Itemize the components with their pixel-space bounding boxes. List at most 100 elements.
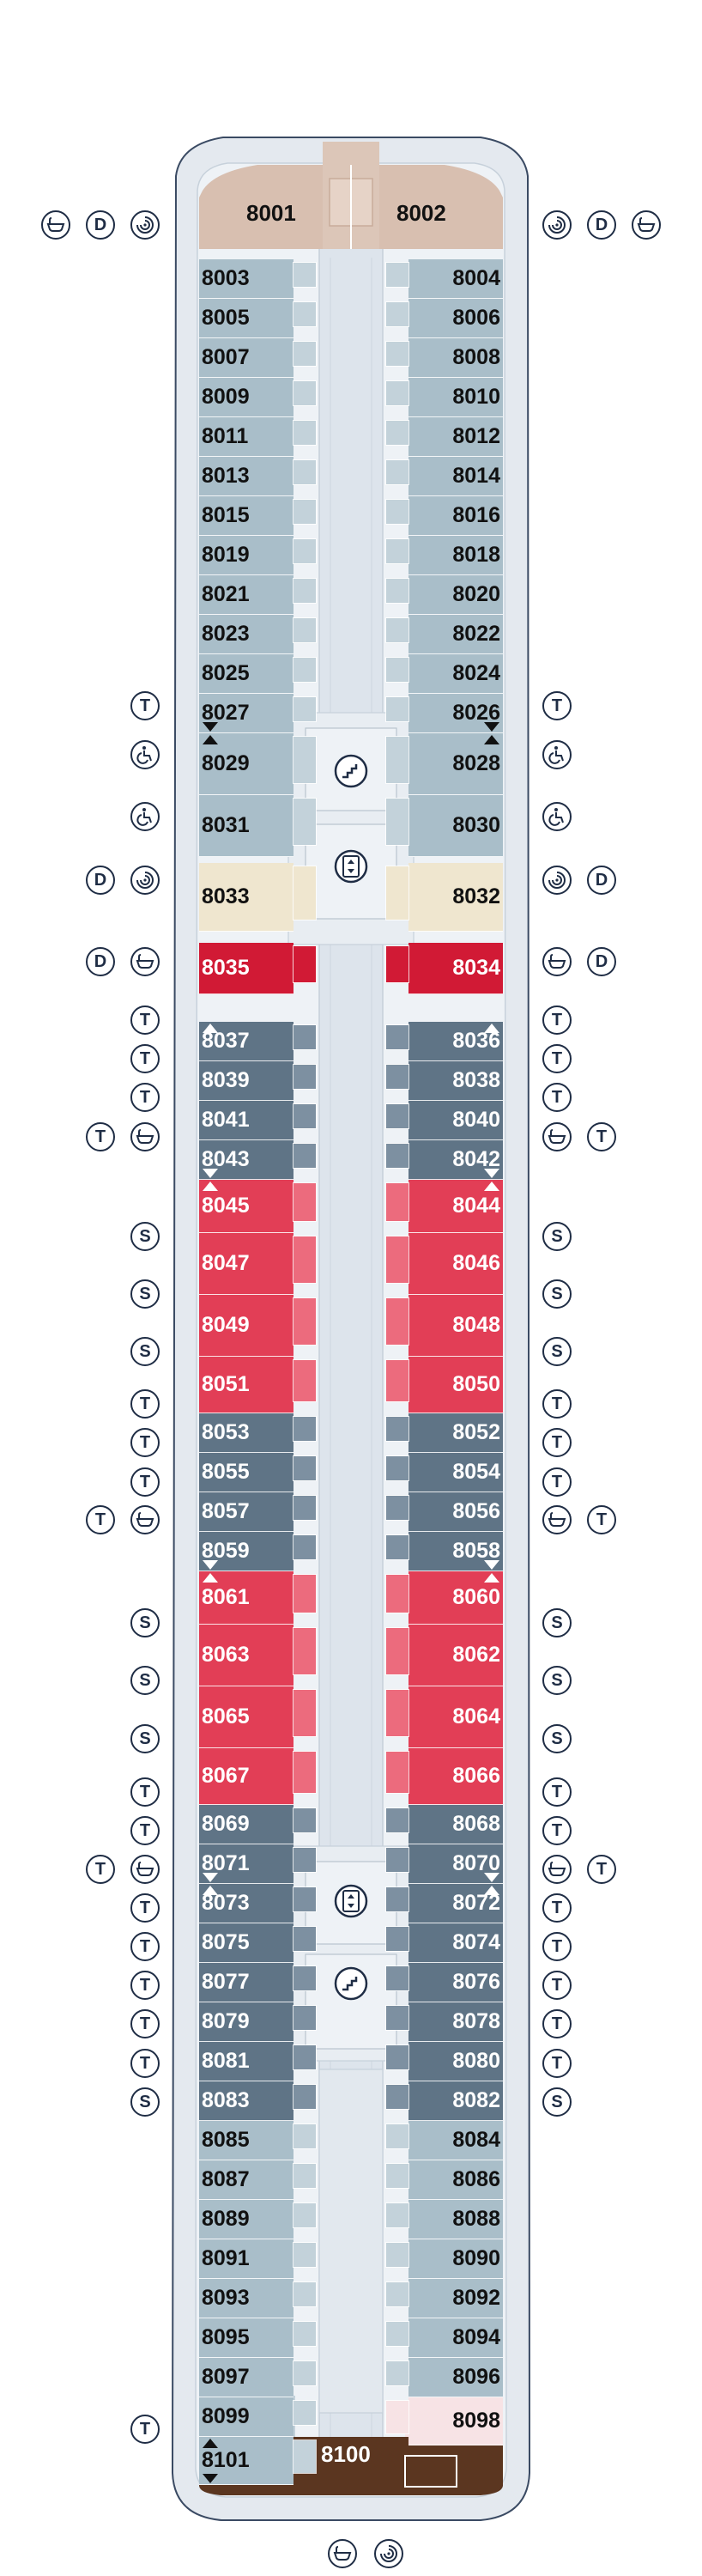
cabin-8052[interactable]: 8052 <box>408 1413 503 1453</box>
cabin-bathroom <box>293 1807 317 1833</box>
cabin-bathroom <box>385 1965 409 1991</box>
cabin-bathroom <box>385 2044 409 2070</box>
cabin-8004[interactable]: 8004 <box>408 259 503 299</box>
cabin-bathroom <box>293 617 317 643</box>
cabin-8047[interactable]: 8047 <box>199 1233 294 1295</box>
cabin-8041[interactable]: 8041 <box>199 1101 294 1140</box>
cabin-8036[interactable]: 8036 <box>408 1022 503 1061</box>
cabin-8086[interactable]: 8086 <box>408 2160 503 2200</box>
cabin-8030[interactable]: 8030 <box>408 795 503 857</box>
cabin-8098[interactable]: 8098 <box>408 2397 503 2445</box>
cabin-8093[interactable]: 8093 <box>199 2279 294 2318</box>
cabin-8034[interactable]: 8034 <box>408 943 503 994</box>
cabin-8038[interactable]: 8038 <box>408 1061 503 1101</box>
cabin-8092[interactable]: 8092 <box>408 2279 503 2318</box>
cabin-8022[interactable]: 8022 <box>408 615 503 654</box>
cabin-bathroom <box>293 1416 317 1442</box>
cabin-8019[interactable]: 8019 <box>199 536 294 575</box>
cabin-8058[interactable]: 8058 <box>408 1532 503 1571</box>
cabin-8064[interactable]: 8064 <box>408 1686 503 1748</box>
cabin-8049[interactable]: 8049 <box>199 1295 294 1357</box>
cabin-8065[interactable]: 8065 <box>199 1686 294 1748</box>
cabin-8074[interactable]: 8074 <box>408 1923 503 1963</box>
cabin-8031[interactable]: 8031 <box>199 795 294 857</box>
cabin-8023[interactable]: 8023 <box>199 615 294 654</box>
cabin-8089[interactable]: 8089 <box>199 2200 294 2239</box>
cabin-8009[interactable]: 8009 <box>199 378 294 417</box>
cabin-8045[interactable]: 8045 <box>199 1180 294 1233</box>
cabin-8091[interactable]: 8091 <box>199 2239 294 2279</box>
suite-8001-label[interactable]: 8001 <box>246 200 296 226</box>
cabin-8033[interactable]: 8033 <box>199 863 294 932</box>
cabin-8054[interactable]: 8054 <box>408 1453 503 1492</box>
cabin-8055[interactable]: 8055 <box>199 1453 294 1492</box>
cabin-8056[interactable]: 8056 <box>408 1492 503 1532</box>
cabin-8046[interactable]: 8046 <box>408 1233 503 1295</box>
cabin-8014[interactable]: 8014 <box>408 457 503 496</box>
cabin-8099[interactable]: 8099 <box>199 2397 294 2437</box>
cabin-8094[interactable]: 8094 <box>408 2318 503 2358</box>
cabin-8018[interactable]: 8018 <box>408 536 503 575</box>
cabin-8005[interactable]: 8005 <box>199 299 294 338</box>
cabin-8021[interactable]: 8021 <box>199 575 294 615</box>
cabin-8085[interactable]: 8085 <box>199 2121 294 2160</box>
cabin-8095[interactable]: 8095 <box>199 2318 294 2358</box>
cabin-8010[interactable]: 8010 <box>408 378 503 417</box>
cabin-8016[interactable]: 8016 <box>408 496 503 536</box>
cabin-8079[interactable]: 8079 <box>199 2002 294 2042</box>
cabin-8096[interactable]: 8096 <box>408 2358 503 2397</box>
cabin-8012[interactable]: 8012 <box>408 417 503 457</box>
cabin-bathroom <box>293 1965 317 1991</box>
cabin-8051[interactable]: 8051 <box>199 1357 294 1413</box>
cabin-8087[interactable]: 8087 <box>199 2160 294 2200</box>
cabin-8007[interactable]: 8007 <box>199 338 294 378</box>
cabin-8078[interactable]: 8078 <box>408 2002 503 2042</box>
cabin-8084[interactable]: 8084 <box>408 2121 503 2160</box>
twin-beds-icon: T <box>130 2049 160 2078</box>
cabin-bathroom <box>385 459 409 485</box>
cabin-8037[interactable]: 8037 <box>199 1022 294 1061</box>
cabin-8013[interactable]: 8013 <box>199 457 294 496</box>
cabin-8066[interactable]: 8066 <box>408 1748 503 1805</box>
cabin-8088[interactable]: 8088 <box>408 2200 503 2239</box>
cabin-8067[interactable]: 8067 <box>199 1748 294 1805</box>
cabin-8024[interactable]: 8024 <box>408 654 503 694</box>
cabin-8003[interactable]: 8003 <box>199 259 294 299</box>
cabin-8090[interactable]: 8090 <box>408 2239 503 2279</box>
cabin-8063[interactable]: 8063 <box>199 1625 294 1686</box>
cabin-8057[interactable]: 8057 <box>199 1492 294 1532</box>
cabin-8006[interactable]: 8006 <box>408 299 503 338</box>
cabin-8039[interactable]: 8039 <box>199 1061 294 1101</box>
cabin-8083[interactable]: 8083 <box>199 2081 294 2121</box>
stairs-icon <box>334 1966 368 2001</box>
cabin-8053[interactable]: 8053 <box>199 1413 294 1453</box>
cabin-8026[interactable]: 8026 <box>408 694 503 733</box>
cabin-8069[interactable]: 8069 <box>199 1805 294 1844</box>
connecting-marker-up <box>484 735 499 744</box>
cabin-8025[interactable]: 8025 <box>199 654 294 694</box>
cabin-8020[interactable]: 8020 <box>408 575 503 615</box>
cabin-8076[interactable]: 8076 <box>408 1963 503 2002</box>
cabin-8008[interactable]: 8008 <box>408 338 503 378</box>
cabin-8015[interactable]: 8015 <box>199 496 294 536</box>
cabin-8081[interactable]: 8081 <box>199 2042 294 2081</box>
cabin-8050[interactable]: 8050 <box>408 1357 503 1413</box>
cabin-8097[interactable]: 8097 <box>199 2358 294 2397</box>
suite-8100-label[interactable]: 8100 <box>321 2441 371 2467</box>
cabin-8040[interactable]: 8040 <box>408 1101 503 1140</box>
cabin-8035[interactable]: 8035 <box>199 943 294 994</box>
cabin-8062[interactable]: 8062 <box>408 1625 503 1686</box>
cabin-8080[interactable]: 8080 <box>408 2042 503 2081</box>
cabin-8048[interactable]: 8048 <box>408 1295 503 1357</box>
cabin-8077[interactable]: 8077 <box>199 1963 294 2002</box>
cabin-8068[interactable]: 8068 <box>408 1805 503 1844</box>
cabin-8075[interactable]: 8075 <box>199 1923 294 1963</box>
cabin-8082[interactable]: 8082 <box>408 2081 503 2121</box>
cabin-8011[interactable]: 8011 <box>199 417 294 457</box>
suite-8002-label[interactable]: 8002 <box>396 200 446 226</box>
cabin-bathroom <box>385 301 409 327</box>
cabin-8032[interactable]: 8032 <box>408 863 503 932</box>
cabin-8029[interactable]: 8029 <box>199 733 294 795</box>
cabin-8060[interactable]: 8060 <box>408 1571 503 1625</box>
cabin-8070[interactable]: 8070 <box>408 1844 503 1884</box>
